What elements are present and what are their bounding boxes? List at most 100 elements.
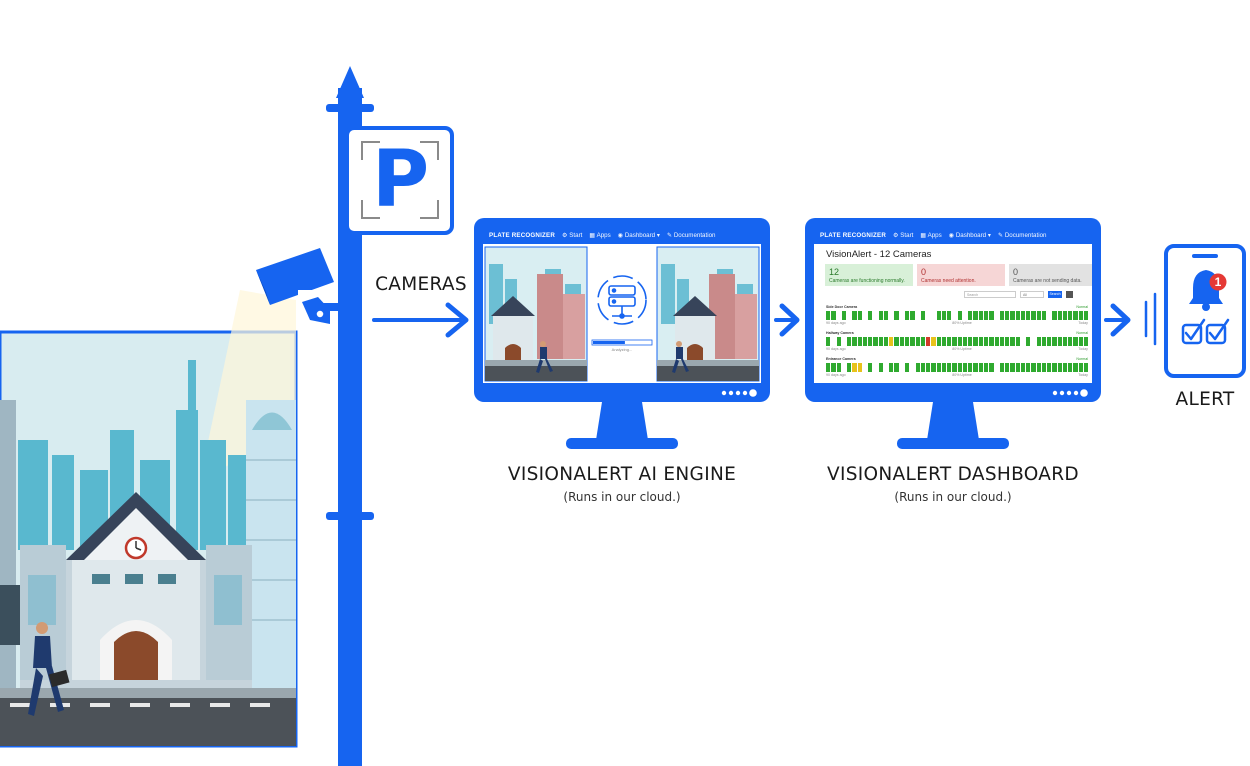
uptime-tick: [973, 363, 978, 372]
uptime-tick: [894, 363, 899, 372]
settings-button[interactable]: [1066, 291, 1073, 298]
range-end: Today: [1078, 321, 1088, 325]
notification-badge-count: 1: [1214, 275, 1222, 289]
uptime-tick: [947, 311, 952, 320]
uptime-tick: [910, 363, 915, 372]
uptime-tick: [1036, 337, 1041, 346]
nav-dashboard[interactable]: ◉ Dashboard ▾: [617, 232, 660, 239]
search-button[interactable]: Search: [1048, 291, 1062, 298]
navbar-brand[interactable]: PLATE RECOGNIZER: [820, 232, 886, 239]
nav-documentation-label: Documentation: [1004, 232, 1047, 239]
uptime-tick: [1010, 363, 1015, 372]
ai-processing-icon: [597, 275, 647, 325]
search-input[interactable]: Search: [964, 291, 1016, 298]
camera-name: Entrance Camera: [826, 357, 856, 361]
dashboard-screen: PLATE RECOGNIZER ⚙ Start ▦ Apps ◉ Dashbo…: [814, 227, 1092, 383]
parking-letter: P: [372, 135, 430, 225]
status-card-attention: 0 Cameras need attention.: [917, 264, 1005, 286]
uptime-tick: [836, 311, 841, 320]
nav-start[interactable]: ⚙ Start: [562, 232, 583, 239]
uptime-tick: [899, 311, 904, 320]
uptime-tick: [894, 337, 899, 346]
uptime-tick: [1031, 311, 1036, 320]
uptime-tick: [1020, 337, 1026, 346]
uptime-tick: [847, 337, 852, 346]
navbar-brand[interactable]: PLATE RECOGNIZER: [489, 232, 555, 239]
uptime-tick: [968, 337, 973, 346]
uptime-tick: [999, 311, 1005, 320]
nav-dashboard[interactable]: ◉ Dashboard ▾: [948, 232, 991, 239]
uptime-tick: [920, 337, 926, 346]
nav-start[interactable]: ⚙ Start: [893, 232, 914, 239]
uptime-tick: [841, 363, 847, 372]
progress-bar-fill: [593, 341, 625, 344]
uptime-tick: [999, 363, 1005, 372]
uptime-tick: [841, 337, 847, 346]
uptime-tick: [973, 337, 978, 346]
uptime-tick: [1015, 337, 1020, 346]
range-start: 90 days ago: [826, 321, 846, 325]
street-scene-illustration: [0, 290, 298, 748]
uptime-tick: [862, 363, 868, 372]
uptime-tick: [1062, 311, 1068, 320]
uptime-tick: [915, 337, 920, 346]
camera-row[interactable]: Side Door Camera Normal 90 days ago 80% …: [826, 305, 1089, 325]
uptime-tick: [852, 337, 857, 346]
uptime-tick: [1073, 363, 1078, 372]
uptime-tick: [899, 337, 904, 346]
nav-documentation-label: Documentation: [673, 232, 716, 239]
uptime-tick: [878, 363, 883, 372]
uptime-tick: [852, 311, 857, 320]
uptime-tick: [873, 311, 878, 320]
uptime-tick: [957, 337, 962, 346]
uptime-tick: [926, 311, 931, 320]
uptime-tick: [826, 363, 831, 372]
uptime-tick: [1041, 363, 1047, 372]
uptime-tick: [941, 311, 947, 320]
uptime-tick: [994, 363, 999, 372]
uptime-tick: [1062, 337, 1068, 346]
uptime-tick: [847, 363, 852, 372]
uptime-tick: [831, 337, 836, 346]
uptime-tick: [883, 363, 889, 372]
uptime-tick: [836, 363, 841, 372]
uptime-tick: [831, 363, 836, 372]
dashboard-subtitle: (Runs in our cloud.): [894, 490, 1012, 504]
uptime-tick: [1073, 337, 1078, 346]
dashboard-heading: VisionAlert - 12 Cameras: [826, 249, 932, 260]
uptime-tick: [1041, 337, 1047, 346]
uptime-tick: [868, 337, 873, 346]
output-frame: [656, 246, 760, 382]
camera-status: Normal: [1076, 357, 1088, 361]
uptime-tick: [1005, 311, 1010, 320]
camera-name: Side Door Camera: [826, 305, 858, 309]
camera-row[interactable]: Hallway Camera Normal 90 days ago 80% Up…: [826, 331, 1089, 351]
notification-badge: [1209, 273, 1227, 291]
uptime-tick: [962, 311, 968, 320]
uptime-tick: [983, 363, 989, 372]
nav-documentation[interactable]: ✎ Documentation: [997, 232, 1047, 239]
nav-documentation[interactable]: ✎ Documentation: [666, 232, 716, 239]
uptime-tick: [826, 337, 831, 346]
camera-row[interactable]: Entrance Camera Normal 90 days ago 80% U…: [826, 357, 1089, 377]
uptime-tick: [1062, 363, 1068, 372]
uptime-tick: [931, 337, 936, 346]
status-card-text: Cameras are not sending data.: [1013, 278, 1082, 284]
uptime-tick: [920, 311, 926, 320]
alert-label: ALERT: [1175, 389, 1235, 410]
uptime-tick: [1073, 311, 1078, 320]
uptime-tick: [1047, 311, 1052, 320]
camera-name: Hallway Camera: [826, 331, 854, 335]
uptime-tick: [1078, 311, 1084, 320]
uptime-bars: [826, 363, 1089, 372]
nav-apps[interactable]: ▦ Apps: [589, 232, 611, 239]
uptime-tick: [1047, 337, 1052, 346]
uptime-tick: [910, 337, 915, 346]
nav-apps[interactable]: ▦ Apps: [920, 232, 942, 239]
uptime-tick: [1010, 337, 1015, 346]
filter-select[interactable]: All: [1020, 291, 1044, 298]
nav-start-label: Start: [569, 232, 583, 239]
uptime-tick: [926, 337, 931, 346]
uptime-tick: [915, 363, 920, 372]
uptime-label: 80% Uptime: [952, 321, 972, 325]
